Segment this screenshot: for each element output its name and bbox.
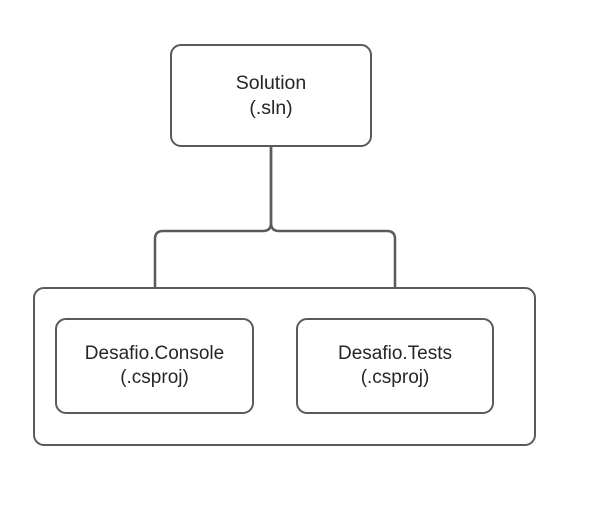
node-desafio-tests-extension: (.csproj) <box>360 367 430 388</box>
node-desafio-console[interactable]: Desafio.Console (.csproj) <box>55 318 254 414</box>
node-solution-extension: (.sln) <box>249 96 293 119</box>
node-solution[interactable]: Solution (.sln) <box>170 44 372 147</box>
edge-solution-to-tests <box>269 147 403 312</box>
node-desafio-console-extension: (.csproj) <box>120 367 189 388</box>
node-desafio-tests-title: Desafio.Tests <box>337 342 453 364</box>
node-solution-title: Solution <box>235 71 307 94</box>
node-desafio-console-title: Desafio.Console <box>84 342 225 364</box>
edge-solution-to-console <box>153 147 273 312</box>
node-desafio-tests[interactable]: Desafio.Tests (.csproj) <box>296 318 494 414</box>
